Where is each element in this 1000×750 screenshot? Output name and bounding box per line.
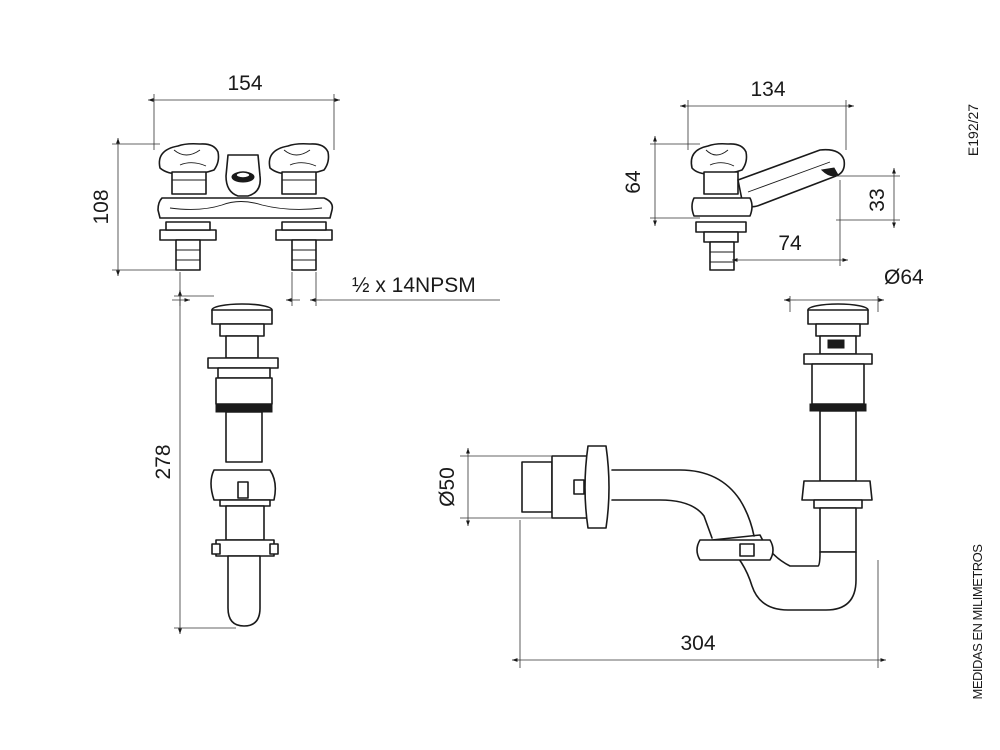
drain-front-dimensions: 278 (152, 290, 236, 634)
faucet-side-dimensions: 134 64 33 74 (622, 78, 900, 266)
thread-spec-label: ½ x 14NPSM (352, 274, 476, 297)
trap-side-dimensions: Ø64 Ø50 304 (436, 266, 924, 668)
dim-drain-height: 278 (152, 444, 175, 479)
drain-front-view (207, 303, 279, 627)
dim-faucet-width: 154 (227, 72, 262, 95)
trap-side-view (521, 303, 873, 611)
faucet-front-dimensions: 154 108 ½ x 14NPSM (90, 72, 500, 306)
units-note: MEDIDAS EN MILIMETROS (970, 544, 985, 700)
dim-drain-diameter: Ø64 (884, 266, 924, 289)
dim-faucet-height: 108 (90, 189, 113, 224)
dim-faucet-depth: 134 (750, 78, 785, 101)
drawing-code: E192/27 (965, 104, 981, 156)
dim-spout-reach: 74 (778, 232, 802, 255)
dim-spout-height: 33 (866, 188, 889, 211)
dim-trap-length: 304 (680, 632, 715, 655)
dim-outlet-diameter: Ø50 (436, 467, 459, 507)
dim-faucet-side-height: 64 (622, 170, 645, 194)
faucet-front-view (157, 142, 334, 271)
faucet-side-view (690, 142, 846, 271)
